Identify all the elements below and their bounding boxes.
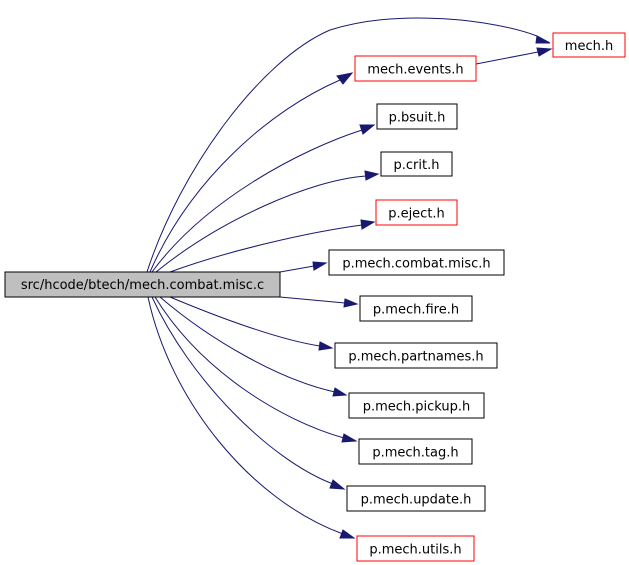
edges-layer [146, 17, 553, 539]
edge-arrowhead [339, 529, 356, 539]
node-box[interactable] [375, 199, 458, 226]
node-box [348, 392, 485, 419]
node-box [358, 438, 473, 465]
node-p-eject-h[interactable]: p.eject.h [375, 199, 458, 226]
edge-arrowhead [318, 341, 334, 351]
node-p-mech-partnames-h: p.mech.partnames.h [334, 342, 498, 369]
node-p-mech-combat-misc-h: p.mech.combat.misc.h [328, 249, 505, 276]
edge-line [155, 175, 367, 273]
edge-line [146, 17, 538, 273]
edge-root-to-p-mech-utils-h [147, 296, 356, 539]
node-label: p.mech.fire.h [373, 303, 459, 318]
node-box[interactable] [552, 32, 626, 58]
edge-line [149, 79, 341, 273]
edge-root-to-mech-h [146, 17, 551, 273]
node-box [376, 103, 458, 130]
node-p-bsuit-h: p.bsuit.h [376, 103, 458, 130]
node-label: p.mech.partnames.h [348, 350, 483, 365]
edge-mech-events-h-to-mech-h [475, 47, 553, 65]
node-label: p.mech.tag.h [372, 446, 458, 461]
node-label: p.eject.h [388, 207, 445, 222]
node-label: p.mech.utils.h [369, 543, 461, 558]
node-box [346, 485, 486, 512]
node-box [359, 295, 473, 322]
edge-line [159, 296, 336, 393]
edge-arrowhead [359, 124, 376, 135]
edge-arrowhead [336, 72, 354, 85]
node-box[interactable] [354, 55, 477, 82]
node-mech-events-h[interactable]: mech.events.h [354, 55, 477, 82]
edge-line [169, 296, 321, 347]
node-label: p.mech.pickup.h [363, 400, 471, 415]
edge-line [151, 129, 363, 273]
edge-root-to-p-mech-pickup-h [159, 296, 348, 397]
node-p-crit-h: p.crit.h [380, 151, 453, 177]
node-p-mech-utils-h[interactable]: p.mech.utils.h [356, 535, 475, 562]
node-p-mech-pickup-h: p.mech.pickup.h [348, 392, 485, 419]
edge-root-to-p-mech-partnames-h [169, 296, 334, 351]
node-label: p.crit.h [394, 158, 440, 173]
edge-arrowhead [535, 35, 551, 44]
edge-arrowhead [343, 298, 359, 308]
edge-root-to-mech-events-h [149, 72, 354, 273]
node-p-mech-fire-h: p.mech.fire.h [359, 295, 473, 322]
node-mech-h[interactable]: mech.h [552, 32, 626, 58]
edge-root-to-p-eject-h [169, 219, 376, 273]
nodes-layer: src/hcode/btech/mech.combat.misc.c mech.… [4, 32, 626, 562]
edge-line [154, 296, 345, 439]
edge-arrowhead [312, 261, 328, 271]
node-label: p.mech.combat.misc.h [342, 257, 490, 272]
node-p-mech-tag-h: p.mech.tag.h [358, 438, 473, 465]
edge-arrowhead [329, 479, 346, 490]
node-box [328, 249, 505, 276]
node-box [380, 151, 453, 177]
edge-arrowhead [341, 433, 358, 443]
root-node-box [4, 271, 281, 298]
node-label: p.mech.update.h [361, 493, 472, 508]
edge-line [147, 296, 344, 535]
edge-root-to-p-bsuit-h [151, 124, 376, 273]
edge-arrowhead [332, 387, 348, 397]
edge-root-to-p-mech-combat-misc-h [279, 261, 328, 273]
edge-line [279, 296, 346, 304]
edge-root-to-p-mech-tag-h [154, 296, 358, 443]
edge-line [279, 265, 315, 273]
edge-arrowhead [536, 47, 553, 57]
root-node-label: src/hcode/btech/mech.combat.misc.c [21, 278, 264, 293]
root-node: src/hcode/btech/mech.combat.misc.c [4, 271, 281, 298]
edge-line [151, 296, 334, 485]
edge-root-to-p-mech-update-h [151, 296, 346, 490]
node-box [334, 342, 498, 369]
node-label: mech.events.h [367, 63, 463, 78]
edge-arrowhead [360, 219, 376, 230]
node-p-mech-update-h: p.mech.update.h [346, 485, 486, 512]
node-box[interactable] [356, 535, 475, 562]
edge-root-to-p-mech-fire-h [279, 296, 359, 308]
node-label: mech.h [565, 39, 613, 54]
edge-line [169, 224, 363, 273]
edge-arrowhead [364, 170, 380, 181]
edge-line [475, 51, 539, 65]
node-label: p.bsuit.h [389, 111, 446, 126]
edge-root-to-p-crit-h [155, 170, 380, 273]
